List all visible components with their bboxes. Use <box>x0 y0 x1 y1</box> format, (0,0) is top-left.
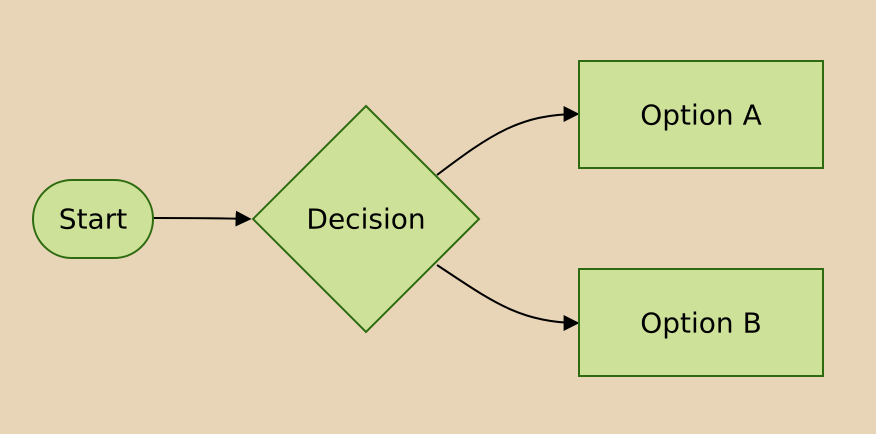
option-b-shape <box>578 268 824 377</box>
node-option-a[interactable]: Option A <box>578 60 824 169</box>
start-shape <box>32 179 154 259</box>
edge-decision-to-option-a <box>436 106 580 176</box>
decision-label: Decision <box>306 203 425 236</box>
edge-start-to-decision <box>152 210 252 227</box>
start-label: Start <box>59 203 127 236</box>
node-option-b[interactable]: Option B <box>578 268 824 377</box>
option-a-label: Option A <box>640 99 762 132</box>
decision-shape <box>251 104 481 334</box>
node-start[interactable]: Start <box>32 179 154 259</box>
edge-decision-to-option-b <box>436 264 580 331</box>
option-b-label: Option B <box>640 307 762 340</box>
node-decision[interactable]: Decision <box>251 104 481 334</box>
option-a-shape <box>578 60 824 169</box>
edges <box>152 106 580 331</box>
